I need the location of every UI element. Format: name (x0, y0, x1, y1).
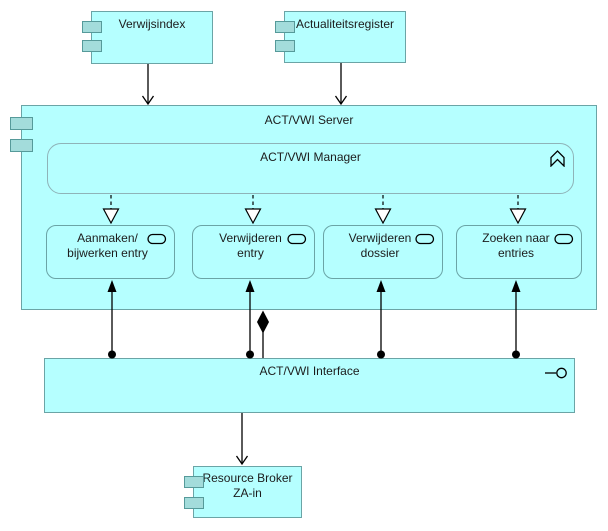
service-verwijderen-dossier[interactable]: Verwijderen dossier (323, 225, 443, 279)
service-icon (287, 233, 307, 245)
component-icon (10, 139, 33, 152)
manager-label: ACT/VWI Manager (260, 150, 361, 164)
interface-label: ACT/VWI Interface (259, 364, 360, 378)
service-zoeken-naar-entries[interactable]: Zoeken naar entries (456, 225, 582, 279)
server-label: ACT/VWI Server (264, 113, 354, 127)
component-act-vwi-server[interactable]: ACT/VWI Server (10, 105, 597, 310)
component-icon (184, 476, 204, 488)
component-label: Actualiteitsregister (295, 17, 395, 31)
service-label: Zoeken naar entries (482, 231, 550, 260)
component-verwijsindex[interactable]: Verwijsindex (82, 11, 213, 64)
component-label: Resource Broker ZA-in (202, 471, 293, 500)
interface-act-vwi-interface[interactable]: ACT/VWI Interface (44, 358, 575, 413)
component-actualiteitsregister[interactable]: Actualiteitsregister (275, 11, 406, 63)
provided-interface-icon (545, 367, 567, 379)
arrow-actualiteitsregister-to-server (334, 63, 348, 106)
component-icon (184, 497, 204, 509)
component-label: Verwijsindex (118, 17, 186, 31)
service-icon (415, 233, 435, 245)
function-act-vwi-manager[interactable]: ACT/VWI Manager (47, 143, 574, 194)
function-icon (550, 150, 565, 167)
component-icon (275, 21, 295, 33)
service-label: Verwijderen entry (219, 231, 282, 260)
service-aanmaken-bijwerken-entry[interactable]: Aanmaken/ bijwerken entry (46, 225, 175, 279)
component-icon (275, 40, 295, 52)
arrow-verwijsindex-to-server (141, 64, 155, 106)
component-icon (82, 40, 102, 52)
component-resource-broker-za-in[interactable]: Resource Broker ZA-in (184, 466, 302, 518)
component-icon (82, 21, 102, 33)
service-verwijderen-entry[interactable]: Verwijderen entry (192, 225, 315, 279)
service-label: Verwijderen dossier (348, 231, 412, 260)
component-icon (10, 117, 33, 130)
service-icon (147, 233, 167, 245)
service-icon (554, 233, 574, 245)
composition-server-to-interface (257, 310, 269, 358)
arrow-interface-to-resource-broker (235, 413, 249, 466)
service-label: Aanmaken/ bijwerken entry (67, 231, 148, 260)
